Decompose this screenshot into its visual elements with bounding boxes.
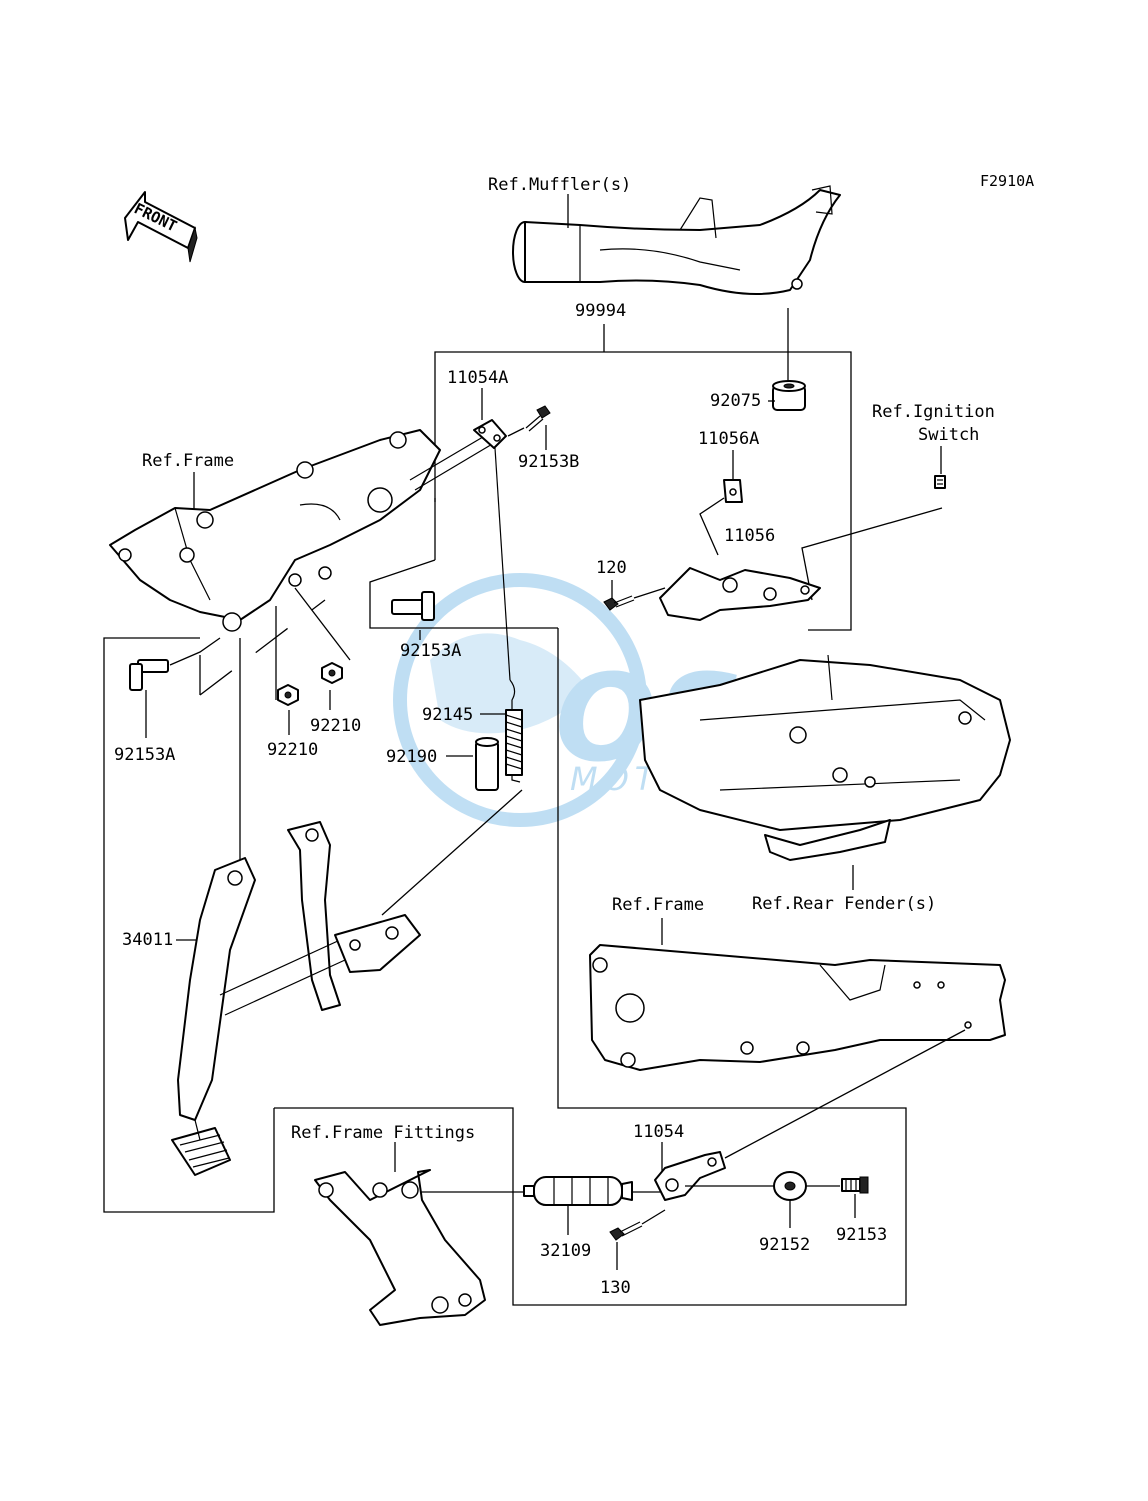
part-11056-label: 11056 <box>724 526 775 546</box>
part-99994-label: 99994 <box>575 301 626 321</box>
footpeg-holder-11054-icon <box>654 1151 726 1201</box>
part-11054A-label: 11054A <box>447 368 508 388</box>
ref-frame-right-label: Ref.Frame <box>612 895 704 915</box>
frame-fittings-icon <box>314 1169 486 1326</box>
bolt-120-icon <box>603 595 635 611</box>
center-stand-34011-icon <box>171 821 421 1176</box>
bolt-130-icon <box>609 1221 643 1241</box>
part-92190-label: 92190 <box>386 747 437 767</box>
part-130-label: 130 <box>600 1278 631 1298</box>
rubber-damper-92075-icon <box>772 380 806 411</box>
part-92210-right-label: 92210 <box>310 716 361 736</box>
part-11054-label: 11054 <box>633 1122 684 1142</box>
rear-fender-icon <box>639 654 1011 861</box>
part-92153A-left-label: 92153A <box>114 745 175 765</box>
figure-code: F2910A <box>980 172 1034 190</box>
nut-92210-left-icon <box>277 684 299 706</box>
spacer-92152-icon <box>773 1171 807 1201</box>
nut-92210-right-icon <box>321 662 343 684</box>
footpeg-rubber-32109-icon <box>523 1176 633 1206</box>
bolt-92153A-left-icon <box>129 659 169 691</box>
muffler-icon <box>512 185 841 295</box>
ignition-screw-icon <box>934 475 946 489</box>
ref-frame-fittings-label: Ref.Frame Fittings <box>291 1123 475 1143</box>
ref-frame-left-label: Ref.Frame <box>142 451 234 471</box>
bracket-11056A-icon <box>723 479 743 503</box>
pivot-shaft-11054A-icon <box>409 419 507 491</box>
bolt-92153-icon <box>841 1176 869 1194</box>
frame-left-icon <box>109 429 441 632</box>
bolt-92153A-right-icon <box>391 591 435 621</box>
part-92153A-right-label: 92153A <box>400 641 461 661</box>
part-120-label: 120 <box>596 558 627 578</box>
front-arrow-icon: FRONT <box>124 191 198 263</box>
ref-ignition-label-line1: Ref.Ignition <box>872 402 995 422</box>
part-92145-label: 92145 <box>422 705 473 725</box>
collar-92190-icon <box>475 737 499 791</box>
ref-ignition-label-line2: Switch <box>918 425 979 445</box>
part-92210-left-label: 92210 <box>267 740 318 760</box>
ref-muffler-label: Ref.Muffler(s) <box>488 175 631 195</box>
part-34011-label: 34011 <box>122 930 173 950</box>
part-32109-label: 32109 <box>540 1241 591 1261</box>
bolt-92153B-icon <box>525 405 551 432</box>
part-92153-label: 92153 <box>836 1225 887 1245</box>
part-92152-label: 92152 <box>759 1235 810 1255</box>
spring-92145-icon <box>505 679 523 783</box>
part-92153B-label: 92153B <box>518 452 579 472</box>
part-92075-label: 92075 <box>710 391 761 411</box>
part-11056A-label: 11056A <box>698 429 759 449</box>
frame-right-icon <box>589 944 1006 1071</box>
bracket-11056-icon <box>659 567 821 621</box>
ref-rear-fender-label: Ref.Rear Fender(s) <box>752 894 936 914</box>
